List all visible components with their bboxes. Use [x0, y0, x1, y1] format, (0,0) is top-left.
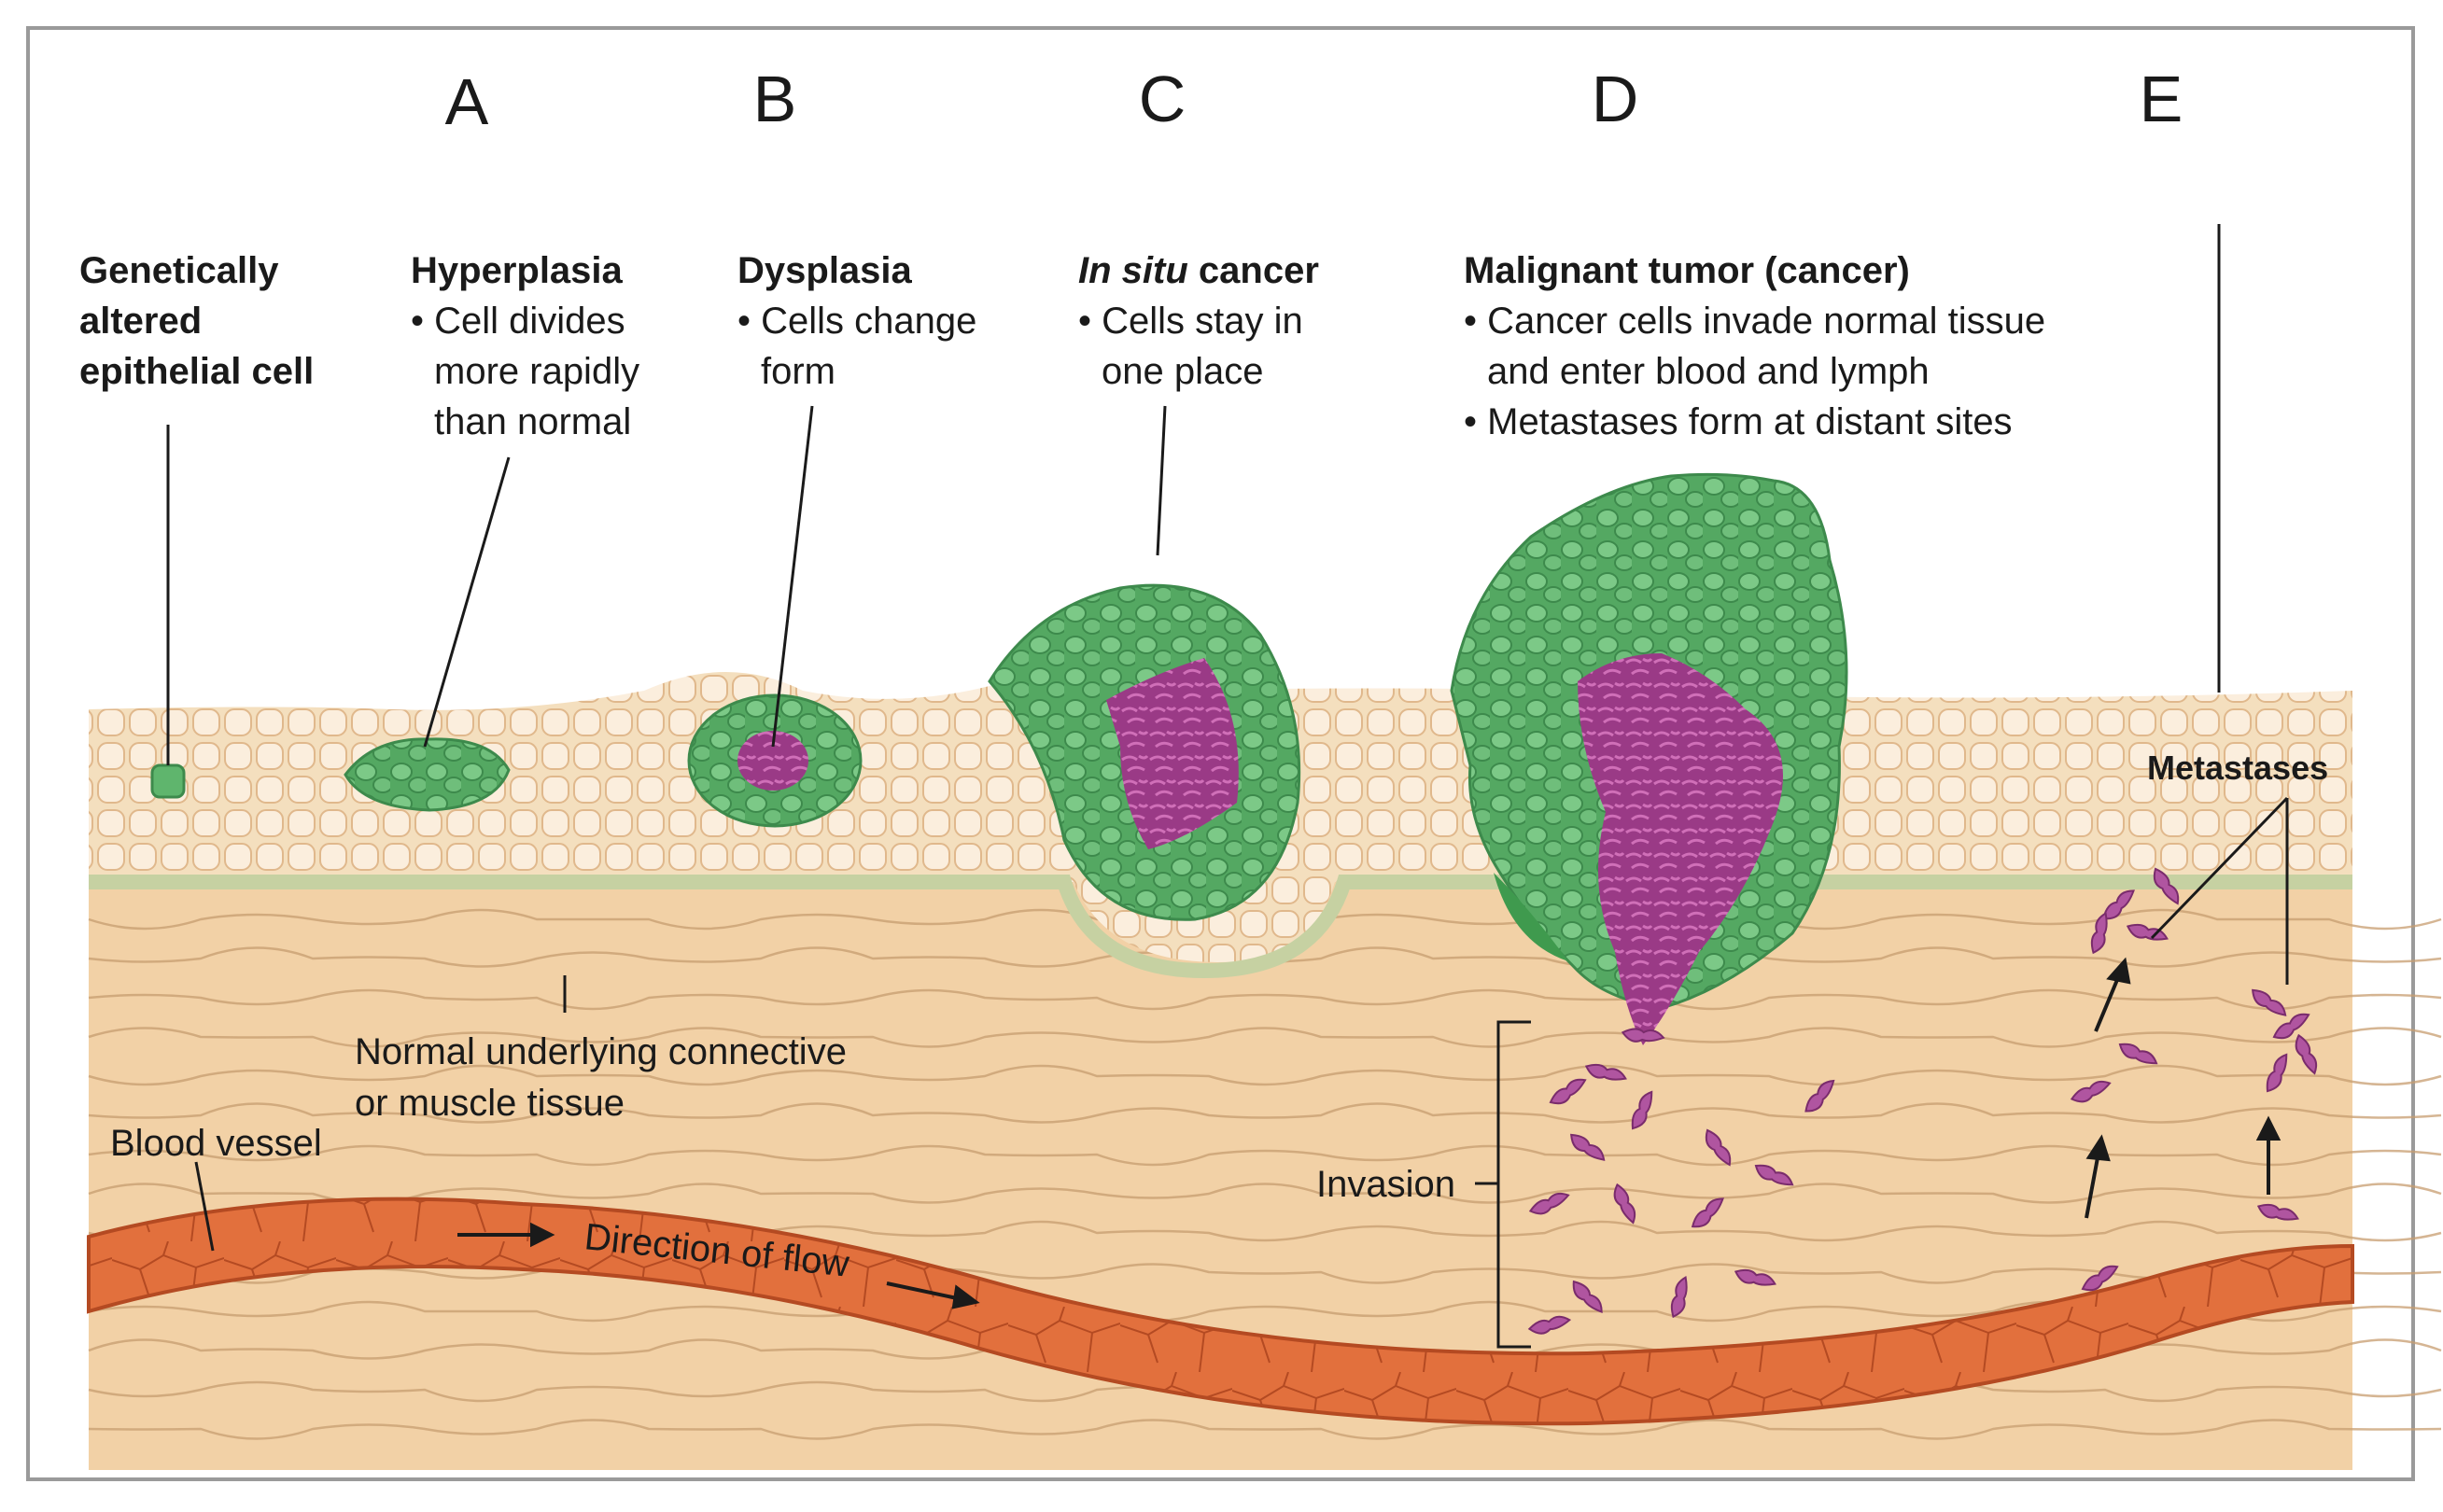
in-situ-bullet-2: one place [1102, 351, 1263, 392]
flow-arrow-2 [886, 1281, 962, 1301]
blood-vessel-label: Blood vessel [110, 1123, 322, 1164]
stage-letter-c: C [1139, 63, 1186, 135]
stage-letter-a: A [445, 65, 489, 138]
metastases-label: Metastases [2147, 749, 2328, 787]
in-situ-bullet-1: • Cells stay in [1078, 301, 1303, 342]
dysplasia-core [737, 731, 808, 791]
invading-cell [1572, 1280, 1603, 1314]
genetically-altered-line-2: altered [79, 301, 202, 342]
basement-membrane [89, 875, 2352, 979]
invading-cell [1734, 1268, 1776, 1286]
malignant-title: Malignant tumor (cancer) [1464, 250, 1910, 291]
invading-cell [2081, 1265, 2119, 1292]
pointer-dysplasia [771, 405, 814, 748]
invading-cell [2153, 867, 2180, 905]
genetically-altered-line-1: Genetically [79, 250, 279, 291]
invading-cell [1570, 1133, 1606, 1161]
genetically-altered-line-3: epithelial cell [79, 351, 314, 392]
invading-cell [2090, 912, 2108, 955]
pointer-metastases-left [2150, 796, 2289, 940]
hyperplasia-bullet-3: than normal [434, 401, 631, 442]
connective-fiber [88, 1263, 2442, 1284]
connective-fiber [88, 1027, 2442, 1048]
pointer-lines [166, 224, 2289, 1349]
invading-cell [1631, 1090, 1653, 1130]
stage-letter-d: D [1592, 63, 1639, 135]
hyperplasia-bullet-1: • Cell divides [411, 301, 625, 342]
invading-cell [2126, 923, 2169, 941]
connective-label-2: or muscle tissue [355, 1083, 625, 1124]
in-situ-core [1106, 658, 1239, 849]
malignant-bullet-3: • Metastases form at distant sites [1464, 401, 2013, 442]
invasion-bracket [1496, 1020, 1531, 1349]
pointer-blood-vessel [194, 1161, 215, 1252]
invading-cell [1670, 1276, 1688, 1319]
invading-cell [2252, 988, 2287, 1016]
invasion-label: Invasion [1316, 1164, 1455, 1205]
invading-cell [1754, 1164, 1794, 1186]
dysplasia-bullet-1: • Cells change [737, 301, 976, 342]
invading-cell [1705, 1128, 1732, 1167]
tumor-green-flap [1494, 873, 1568, 961]
hyperplasia-bullet-2: more rapidly [434, 351, 639, 392]
hyperplasia-title: Hyperplasia [411, 250, 624, 291]
invading-cell [2295, 1033, 2318, 1075]
malignant-core [1578, 653, 1783, 1045]
connective-fiber [88, 1102, 2442, 1124]
invading-cell [1527, 1315, 1572, 1335]
invading-cell [1691, 1197, 1725, 1228]
stage-letter-e: E [2140, 63, 2183, 135]
invading-cell [2266, 1053, 2288, 1093]
metastasis-arrow-2 [2085, 1152, 2100, 1219]
stage-letter-b: B [753, 63, 797, 135]
blood-vessel [87, 1197, 2354, 1426]
invading-cell [1621, 1028, 1665, 1043]
arrows [457, 957, 2282, 1309]
connective-fiber [88, 1064, 2442, 1086]
invading-cell [2272, 1013, 2310, 1040]
invading-cell [2070, 1080, 2112, 1103]
invading-cell [1804, 1079, 1835, 1113]
pointer-in-situ [1156, 405, 1167, 556]
connective-fiber [88, 1183, 2442, 1204]
in-situ-title: In situ cancer [1078, 250, 1319, 291]
metastasis-arrow-1 [2094, 974, 2121, 1032]
invading-cell [1528, 1192, 1570, 1215]
connective-fiber [88, 1144, 2442, 1167]
dysplasia-title: Dysplasia [737, 250, 913, 291]
connective-fiber [88, 1419, 2442, 1440]
dysplasia-bullet-2: form [761, 351, 835, 392]
invading-cell [1584, 1063, 1627, 1081]
malignant-bullet-2: and enter blood and lymph [1487, 351, 1930, 392]
pointer-hyperplasia [423, 456, 511, 748]
invading-cell [1613, 1183, 1636, 1225]
connective-fiber [88, 988, 2442, 1011]
invading-cell [1549, 1078, 1587, 1105]
malignant-bullet-1: • Cancer cells invade normal tissue [1464, 301, 2045, 342]
invading-cell [2256, 1203, 2299, 1221]
invading-cell [2101, 889, 2136, 920]
invading-cell [2118, 1043, 2158, 1065]
invading-cells [1527, 867, 2318, 1335]
connective-label-1: Normal underlying connective [355, 1031, 847, 1072]
hyperplasia-cluster [344, 737, 511, 812]
altered-cell [150, 763, 186, 799]
